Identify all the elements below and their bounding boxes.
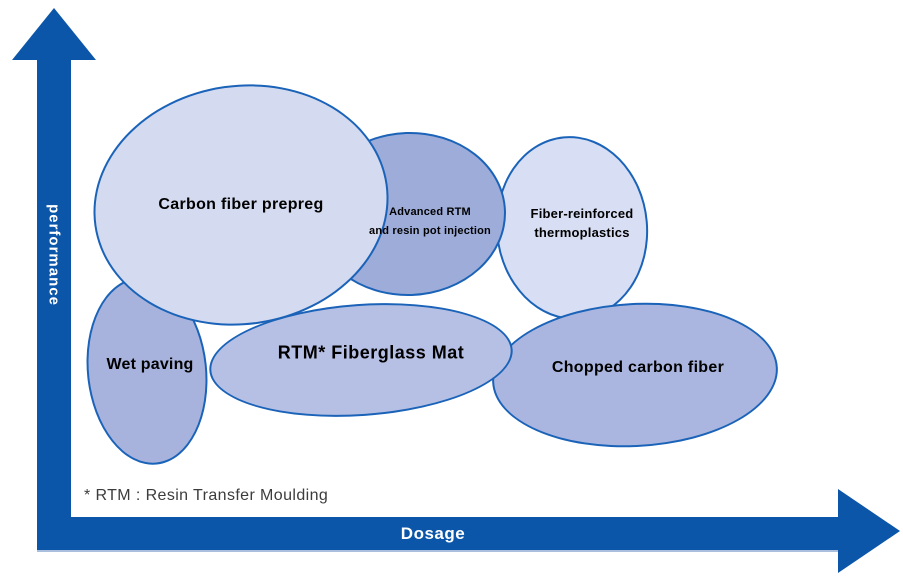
label-carbon-fiber-prepreg: Carbon fiber prepreg	[158, 196, 323, 214]
label-fiber-reinforced-thermoplastics: Fiber-reinforced thermoplastics	[531, 204, 634, 242]
x-axis-line	[37, 517, 838, 552]
y-axis-label: performance	[45, 204, 63, 306]
label-advanced-rtm: Advanced RTM and resin pot injection	[369, 203, 491, 241]
label-line: Wet paving	[106, 356, 194, 373]
label-chopped-carbon-fiber: Chopped carbon fiber	[552, 359, 724, 377]
x-axis-arrowhead-icon	[838, 489, 900, 573]
label-line: Advanced RTM	[389, 206, 471, 218]
label-wet-paving: Wet paving	[106, 356, 193, 374]
label-line: Chopped carbon fiber	[551, 359, 725, 376]
label-line: thermoplastics	[534, 225, 630, 240]
label-line: Carbon fiber prepreg	[158, 196, 324, 213]
rtm-footnote: * RTM : Resin Transfer Moulding	[84, 487, 329, 504]
label-rtm-fiberglass-mat: RTM* Fiberglass Mat	[278, 343, 465, 364]
y-axis-line	[37, 58, 71, 550]
y-axis-arrowhead-icon	[12, 8, 96, 60]
label-line: Fiber-reinforced	[530, 206, 634, 221]
label-line: and resin pot injection	[369, 225, 491, 237]
label-line: RTM* Fiberglass Mat	[277, 342, 465, 363]
x-axis-label: Dosage	[400, 524, 466, 543]
